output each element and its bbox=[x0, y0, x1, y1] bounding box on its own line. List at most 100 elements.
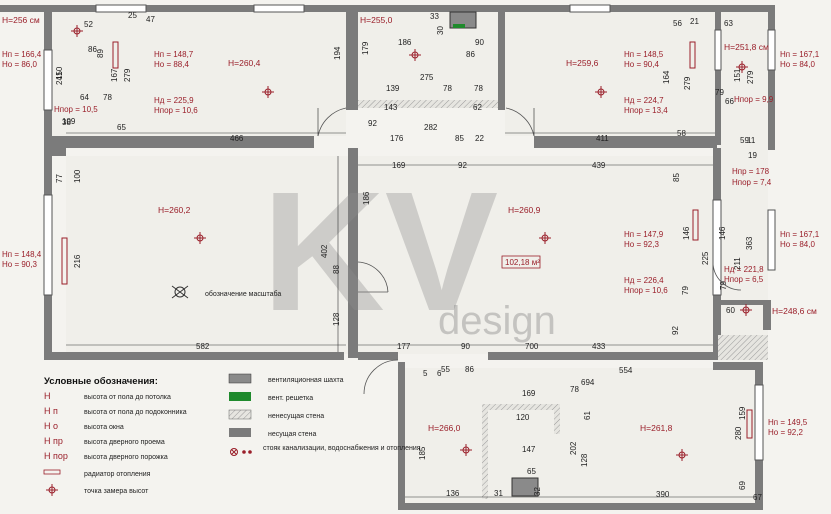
h-bath: H=255,0 bbox=[360, 15, 393, 25]
watermark-letters: KV bbox=[262, 157, 498, 347]
svg-text:точка замера высот: точка замера высот bbox=[84, 488, 149, 495]
dimension-value: 120 bbox=[516, 413, 530, 422]
dimension-value: 390 bbox=[656, 490, 670, 499]
nonbearing-legend-icon bbox=[228, 409, 252, 420]
dimension-value: 211 bbox=[733, 257, 742, 270]
dimension-value: 63 bbox=[724, 19, 733, 28]
dimension-value: 159 bbox=[738, 406, 747, 420]
dimension-value: 89 bbox=[96, 49, 105, 58]
dimension-value: 282 bbox=[424, 123, 438, 132]
apartment-area: 102,18 м² bbox=[505, 258, 540, 267]
svg-text:высота от пола до подоконника: высота от пола до подоконника bbox=[84, 409, 187, 416]
dimension-value: 55 bbox=[441, 365, 450, 374]
dimension-value: 19 bbox=[748, 151, 757, 160]
svg-text:высота окна: высота окна bbox=[84, 424, 124, 431]
svg-text:Hп = 167,1: Hп = 167,1 bbox=[780, 230, 820, 239]
dimension-value: 56 bbox=[673, 19, 682, 28]
svg-text:ненесущая стена: ненесущая стена bbox=[268, 413, 324, 420]
dimension-value: 143 bbox=[384, 103, 398, 112]
dimension-value: 179 bbox=[361, 41, 370, 55]
door-swings bbox=[317, 107, 742, 395]
dimension-value: 65 bbox=[117, 123, 126, 132]
dimension-value: 47 bbox=[146, 15, 155, 24]
legend-title: Условные обозначения: bbox=[44, 376, 158, 387]
windows bbox=[43, 4, 776, 461]
svg-text:Hд = 225,9: Hд = 225,9 bbox=[154, 96, 194, 105]
vent-shaft-legend-icon bbox=[228, 373, 252, 384]
dimension-value: 100 bbox=[73, 169, 82, 183]
dimension-value: 128 bbox=[332, 312, 341, 326]
dimension-value: 60 bbox=[726, 306, 735, 315]
svg-text:высота от пола до потолка: высота от пола до потолка bbox=[84, 394, 171, 401]
dimension-value: 279 bbox=[683, 76, 692, 90]
vent-grille bbox=[453, 24, 465, 28]
dimension-value: 58 bbox=[677, 129, 686, 138]
door-labels: Hд = 225,9 Hпор = 10,6 Hд = 224,7 Hпор =… bbox=[54, 95, 774, 295]
dimension-value: 85 bbox=[455, 134, 464, 143]
svg-text:стояк канализации, водоснабжен: стояк канализации, водоснабжения и отопл… bbox=[263, 444, 421, 452]
dimension-value: 86 bbox=[465, 365, 474, 374]
svg-text:H о: H о bbox=[44, 421, 58, 431]
dimension-value: 86 bbox=[466, 50, 475, 59]
dimension-value: 146 bbox=[718, 226, 727, 240]
dimension-value: 147 bbox=[522, 445, 536, 454]
measure-legend-icon bbox=[46, 484, 58, 496]
dimension-value: 202 bbox=[569, 441, 578, 455]
svg-text:Hп = 147,9: Hп = 147,9 bbox=[624, 230, 664, 239]
h-right: H=248,6 см bbox=[772, 306, 817, 316]
h-kitchen: H=261,8 bbox=[640, 423, 673, 433]
dimension-value: 86 bbox=[88, 45, 97, 54]
dimension-value: 30 bbox=[436, 26, 445, 35]
dimension-value: 62 bbox=[473, 103, 482, 112]
dimension-value: 241 bbox=[55, 71, 64, 85]
dimension-value: 136 bbox=[446, 489, 460, 498]
dimension-value: 109 bbox=[62, 117, 76, 126]
dimension-value: 402 bbox=[320, 244, 329, 258]
svg-text:Hо = 92,2: Hо = 92,2 bbox=[768, 428, 803, 437]
dimension-value: 225 bbox=[701, 251, 710, 265]
svg-text:Hо = 90,3: Hо = 90,3 bbox=[2, 260, 37, 269]
svg-text:Hо = 84,0: Hо = 84,0 bbox=[780, 60, 815, 69]
svg-text:Hпор = 10,6: Hпор = 10,6 bbox=[154, 106, 198, 115]
svg-text:Hп = 148,5: Hп = 148,5 bbox=[624, 50, 664, 59]
dimension-value: 554 bbox=[619, 366, 633, 375]
svg-text:Hпор = 7,4: Hпор = 7,4 bbox=[732, 178, 772, 187]
dimension-value: 90 bbox=[461, 342, 470, 351]
bearing-legend-icon bbox=[229, 428, 251, 437]
radiator-legend-icon bbox=[43, 469, 61, 475]
dimension-value: 61 bbox=[583, 411, 592, 420]
dimension-value: 33 bbox=[430, 12, 439, 21]
dimension-value: 186 bbox=[362, 191, 371, 205]
svg-text:Hо = 84,0: Hо = 84,0 bbox=[780, 240, 815, 249]
dimension-value: 78 bbox=[474, 84, 483, 93]
dimension-value: 92 bbox=[671, 326, 680, 335]
kv-watermark: KV design bbox=[262, 157, 556, 347]
dimension-value: 59 bbox=[740, 136, 749, 145]
area-box bbox=[501, 255, 541, 269]
watermark-word: design bbox=[438, 299, 556, 343]
dimension-value: 186 bbox=[398, 38, 412, 47]
window-labels: Hп = 166,4 Hо = 86,0 Hп = 148,4 Hо = 90,… bbox=[2, 50, 820, 437]
dimension-value: 151 bbox=[733, 68, 742, 82]
dimension-value: 363 bbox=[745, 236, 754, 250]
svg-text:радиатор отопления: радиатор отопления bbox=[84, 471, 151, 478]
svg-text:Hо = 92,3: Hо = 92,3 bbox=[624, 240, 659, 249]
dimension-value: 439 bbox=[592, 161, 606, 170]
dimension-value: 64 bbox=[80, 93, 89, 102]
dimension-value: 21 bbox=[690, 17, 699, 26]
dimension-value: 164 bbox=[662, 70, 671, 84]
dimension-value: 139 bbox=[386, 84, 400, 93]
dimension-value: 128 bbox=[580, 453, 589, 467]
svg-text:Hпор = 6,5: Hпор = 6,5 bbox=[724, 275, 764, 284]
dimension-value: 92 bbox=[368, 119, 377, 128]
dimension-value: 67 bbox=[753, 493, 762, 502]
svg-text:Hпор = 13,4: Hпор = 13,4 bbox=[624, 106, 668, 115]
dimension-value: 78 bbox=[103, 93, 112, 102]
svg-text:H пр: H пр bbox=[44, 436, 63, 446]
dimension-value: 22 bbox=[475, 134, 484, 143]
dimension-value: 185 bbox=[418, 446, 427, 460]
h-hall: H=266,0 bbox=[428, 423, 461, 433]
dimension-value: 433 bbox=[592, 342, 606, 351]
svg-text:Hп = 149,5: Hп = 149,5 bbox=[768, 418, 808, 427]
